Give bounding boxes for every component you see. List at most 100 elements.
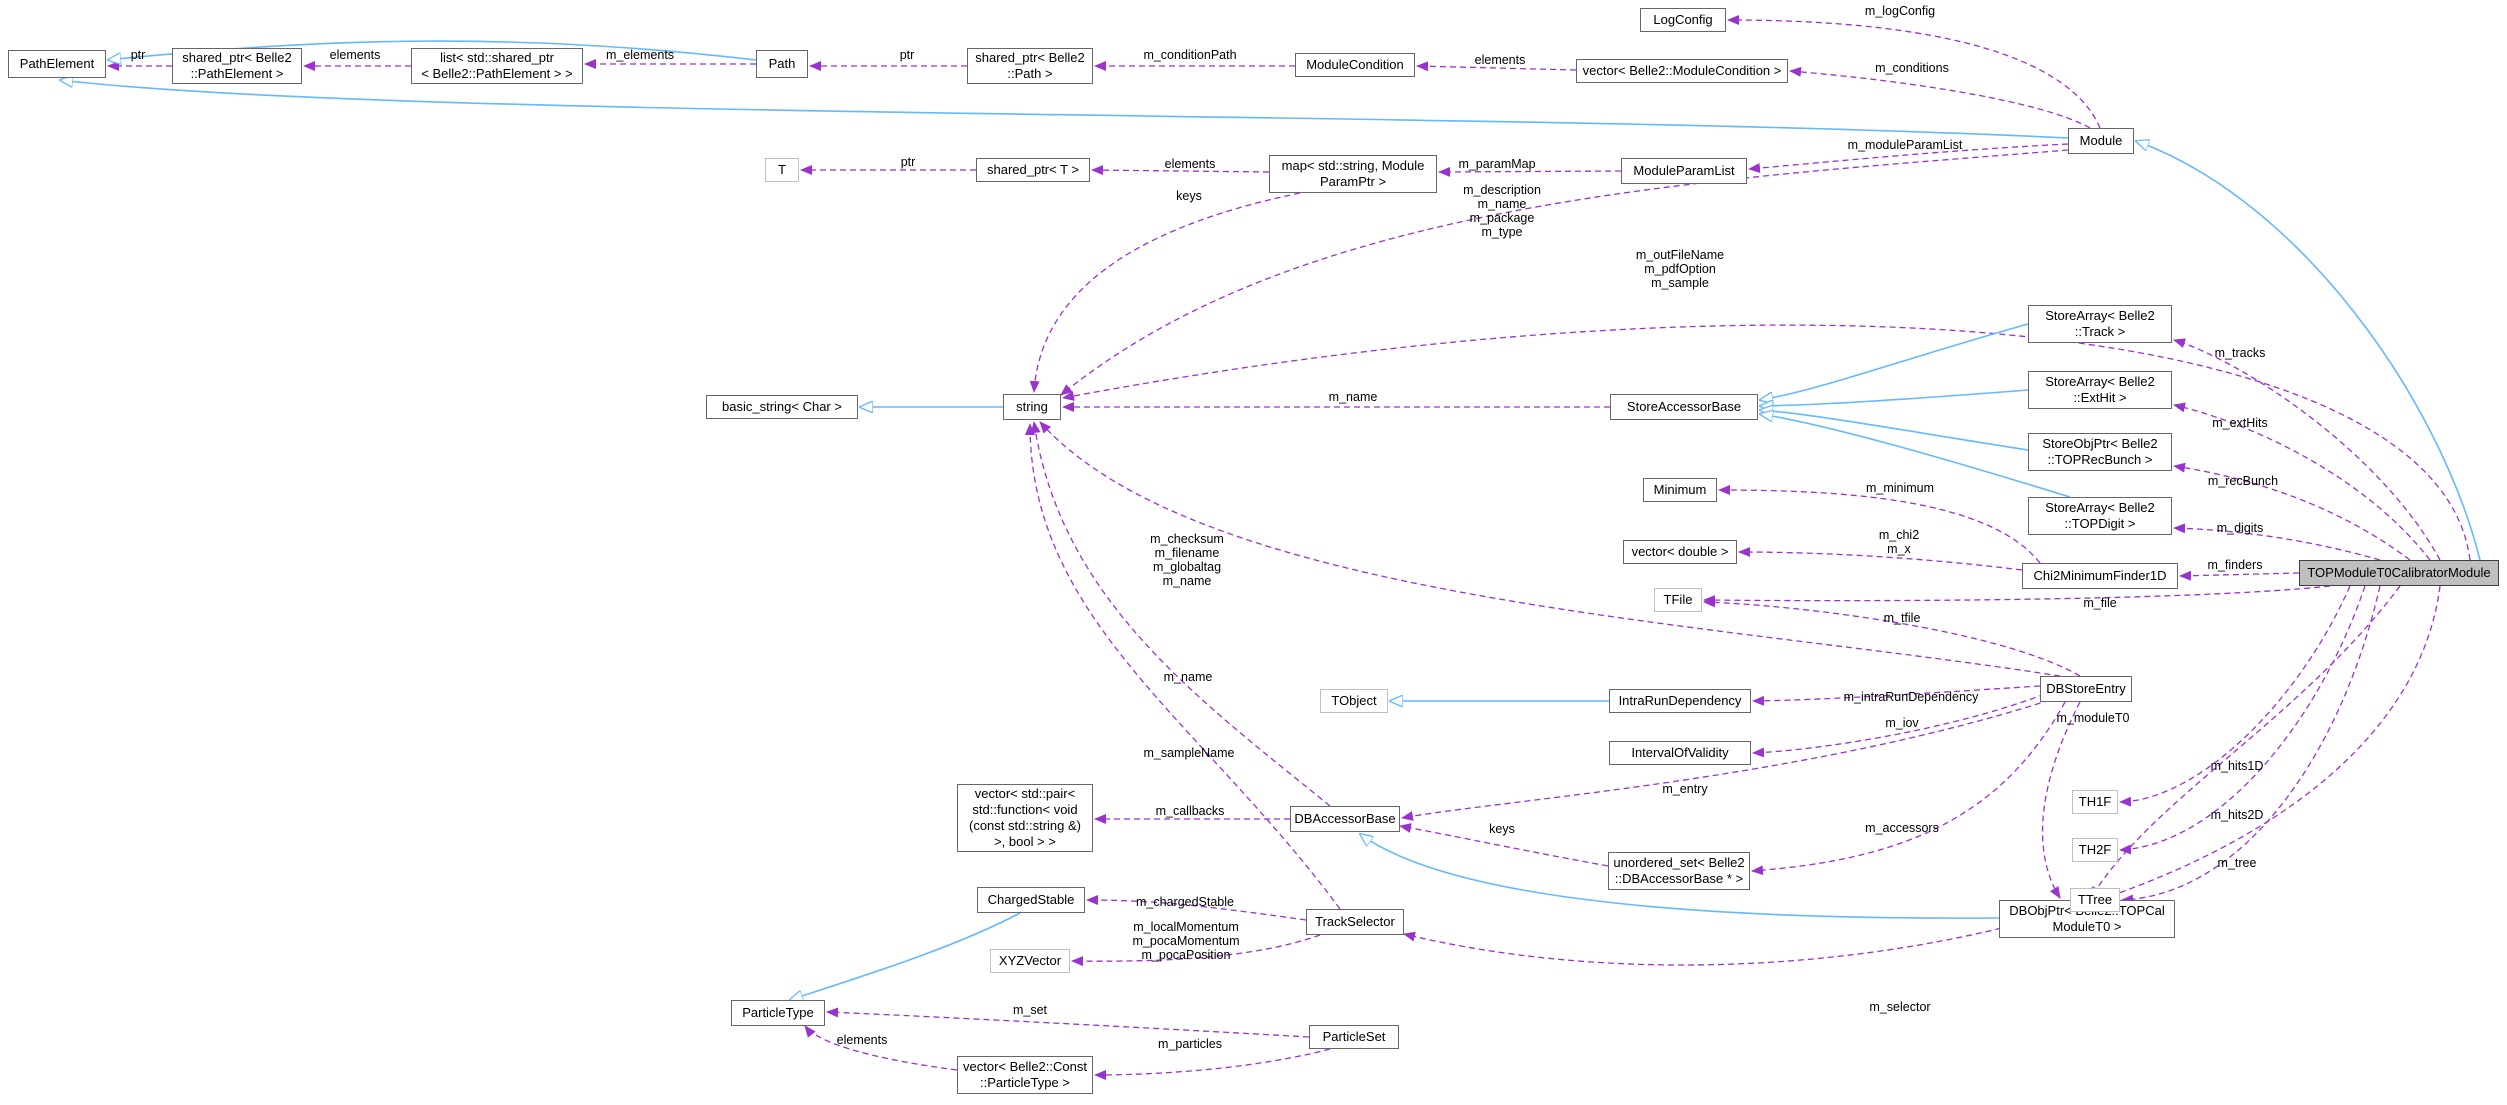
store-accessor-base-node[interactable]: StoreAccessorBase (1610, 394, 1758, 420)
shared-ptr-path-node[interactable]: shared_ptr< Belle2 ::Path > (967, 48, 1093, 84)
vector-module-condition-node[interactable]: vector< Belle2::ModuleCondition > (1576, 59, 1788, 83)
store-array-exthit-node[interactable]: StoreArray< Belle2 ::ExtHit > (2028, 371, 2172, 409)
store-array-track-node[interactable]: StoreArray< Belle2 ::Track > (2028, 305, 2172, 343)
shared-ptr-t-node[interactable]: shared_ptr< T > (976, 158, 1090, 182)
interval-of-validity-node[interactable]: IntervalOfValidity (1609, 741, 1751, 765)
edge-module-to-string (1060, 149, 2069, 396)
edge-dbstore-entry-to-dbobjptr (2041, 701, 2081, 899)
edge-label-m-tfile: m_tfile (1883, 611, 1921, 625)
edge-module-to-log-config (1727, 15, 2101, 129)
edge-calibrator-to-store-array-exthit (2173, 402, 2431, 561)
edge-module-to-vector-module-condition (1789, 66, 2091, 129)
edge-label-keys-unordered: keys (1489, 822, 1515, 836)
edge-label-m-tree: m_tree (2217, 856, 2257, 870)
vector-double-node[interactable]: vector< double > (1623, 540, 1737, 564)
edge-store-objptr-recbunch-to-store-accessor-base (1760, 410, 2029, 451)
edge-calibrator-to-ttree (2121, 585, 2381, 905)
edge-label-dbentry-strings: m_checksum m_filename m_globaltag m_name (1150, 532, 1224, 588)
edge-label-track-vectors: m_localMomentum m_pocaMomentum m_pocaPos… (1132, 920, 1240, 962)
edge-particle-set-to-particle-type (826, 1007, 1310, 1038)
edge-map-to-string (1029, 192, 1301, 393)
module-node[interactable]: Module (2068, 128, 2134, 154)
edge-label-m-chi2-x: m_chi2 m_x (1878, 528, 1920, 556)
edge-calibrator-to-tfile (1703, 585, 2331, 606)
edge-store-array-digit-to-store-accessor-base (1760, 414, 2071, 498)
path-element-node[interactable]: PathElement (8, 50, 106, 78)
edge-label-m-name-store: m_name (1328, 390, 1378, 404)
edge-label-m-conditions: m_conditions (1875, 61, 1949, 75)
edge-calibrator-to-dbobjptr (2090, 585, 2401, 899)
edge-label-elements-particles: elements (836, 1033, 888, 1047)
tobject-node[interactable]: TObject (1320, 689, 1388, 713)
th1f-node[interactable]: TH1F (2072, 790, 2118, 814)
edge-calibrator-to-chi2-finder (2179, 570, 2300, 581)
edge-label-m-name-db: m_name (1163, 670, 1213, 684)
edge-calibrator-to-store-array-digit (2173, 523, 2381, 561)
edge-label-m-entry: m_entry (1662, 782, 1708, 796)
db-accessor-base-node[interactable]: DBAccessorBase (1290, 806, 1400, 832)
particle-set-node[interactable]: ParticleSet (1309, 1025, 1399, 1049)
dbstore-entry-node[interactable]: DBStoreEntry (2040, 676, 2132, 702)
edge-dbstore-entry-to-tfile (1703, 597, 2081, 677)
intra-run-dependency-node[interactable]: IntraRunDependency (1609, 689, 1751, 713)
charged-stable-node[interactable]: ChargedStable (977, 887, 1085, 913)
edge-label-calibrator-strings: m_outFileName m_pdfOption m_sample (1635, 248, 1725, 290)
dbobjptr-node[interactable]: DBObjPtr< Belle2::TOPCal ModuleT0 > (1999, 900, 2175, 938)
basic-string-node[interactable]: basic_string< Char > (706, 395, 858, 419)
edge-label-m-particles: m_particles (1158, 1037, 1222, 1051)
log-config-node[interactable]: LogConfig (1640, 8, 1726, 32)
edge-label-m-rec-bunch: m_recBunch (2207, 474, 2279, 488)
edge-calibrator-to-track-selector (1403, 585, 2441, 966)
edge-label-m-hits-2d: m_hits2D (2210, 808, 2264, 822)
unordered-set-node[interactable]: unordered_set< Belle2 ::DBAccessorBase *… (1608, 852, 1750, 890)
edge-label-m-digits: m_digits (2216, 521, 2264, 535)
edge-label-ptr-t: ptr (900, 155, 916, 169)
edge-particle-set-to-vector-const-particle (1094, 1048, 1331, 1080)
edge-dbstore-entry-to-db-accessor-base (1401, 699, 2051, 821)
calibrator-node[interactable]: TOPModuleT0CalibratorModule (2299, 560, 2499, 586)
xyz-vector-node[interactable]: XYZVector (990, 949, 1070, 973)
edge-label-m-intra-run-dependency: m_intraRunDependency (1843, 690, 1979, 704)
edge-dbstore-entry-to-unordered-set (1751, 701, 2066, 876)
th2f-node[interactable]: TH2F (2072, 838, 2118, 862)
module-condition-node[interactable]: ModuleCondition (1295, 53, 1415, 77)
edge-label-elements-conditions: elements (1474, 53, 1526, 67)
edge-label-m-accessors: m_accessors (1865, 821, 1939, 835)
vector-callbacks-node[interactable]: vector< std::pair< std::function< void (… (957, 784, 1093, 852)
ttree-node[interactable]: TTree (2070, 888, 2120, 912)
map-param-node[interactable]: map< std::string, Module ParamPtr > (1269, 155, 1437, 193)
edge-chi2-finder-to-minimum (1718, 485, 2041, 564)
particle-type-node[interactable]: ParticleType (731, 1000, 825, 1026)
edge-store-array-track-to-store-accessor-base (1760, 323, 2029, 400)
module-param-list-node[interactable]: ModuleParamList (1621, 158, 1747, 184)
string-node[interactable]: string (1003, 394, 1061, 420)
store-array-digit-node[interactable]: StoreArray< Belle2 ::TOPDigit > (2028, 497, 2172, 535)
edge-label-m-log-config: m_logConfig (1864, 4, 1936, 18)
track-selector-node[interactable]: TrackSelector (1306, 909, 1404, 935)
vector-const-particle-type-node[interactable]: vector< Belle2::Const ::ParticleType > (957, 1056, 1093, 1094)
list-shared-ptr-node[interactable]: list< std::shared_ptr < Belle2::PathElem… (411, 48, 583, 84)
edge-label-module-strings: m_description m_name m_package m_type (1463, 183, 1541, 239)
store-objptr-recbunch-node[interactable]: StoreObjPtr< Belle2 ::TOPRecBunch > (2028, 433, 2172, 471)
edge-label-ptr-path: ptr (899, 48, 915, 62)
path-node[interactable]: Path (756, 50, 808, 78)
tfile-node[interactable]: TFile (1654, 588, 1702, 612)
edge-label-m-hits-1d: m_hits1D (2210, 759, 2264, 773)
edge-label-m-file: m_file (2083, 596, 2117, 610)
edge-label-m-param-map: m_paramMap (1458, 157, 1536, 171)
edge-label-m-callbacks: m_callbacks (1155, 804, 1225, 818)
edge-label-m-tracks: m_tracks (2214, 346, 2266, 360)
minimum-node[interactable]: Minimum (1643, 478, 1717, 502)
edge-module-to-path-element (60, 80, 2069, 139)
t-node[interactable]: T (765, 158, 799, 182)
edge-charged-stable-to-particle-type (790, 912, 1021, 1000)
edge-track-selector-to-xyz-vector (1071, 934, 1321, 967)
edge-label-m-set: m_set (1012, 1003, 1048, 1017)
shared-ptr-path-element-node[interactable]: shared_ptr< Belle2 ::PathElement > (172, 48, 302, 84)
edge-store-array-exthit-to-store-accessor-base (1760, 389, 2029, 406)
edge-calibrator-to-module (2136, 141, 2481, 561)
edge-label-m-module-param-list: m_moduleParamList (1847, 138, 1963, 152)
chi2-minimum-finder-node[interactable]: Chi2MinimumFinder1D (2022, 563, 2178, 589)
